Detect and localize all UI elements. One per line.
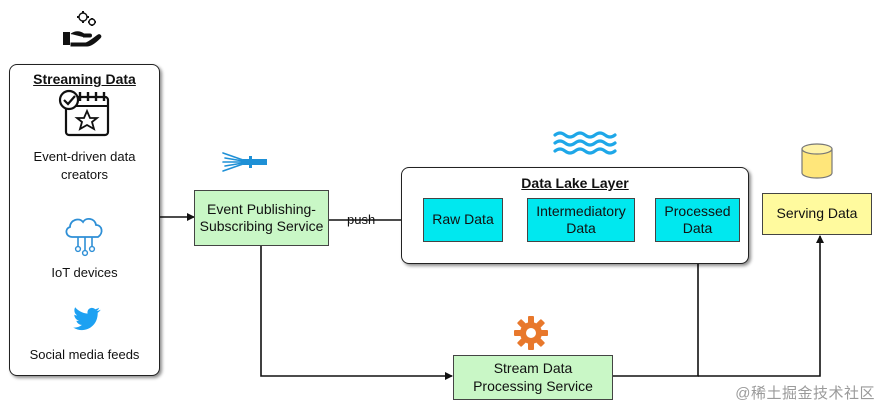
event-to-processing-arrow xyxy=(260,246,453,380)
twitter-bird-icon xyxy=(73,307,101,331)
push-label: push xyxy=(347,212,376,227)
watermark: @稀土掘金技术社区 xyxy=(735,385,875,402)
gear-icon xyxy=(514,316,548,350)
processing-to-serving-arrow xyxy=(698,235,824,377)
serving-data-label: Serving Data xyxy=(776,205,858,222)
stream-processing-service-box: Stream Data Processing Service xyxy=(453,355,613,400)
streaming-data-title: Streaming Data xyxy=(33,71,136,87)
calendar-star-icon xyxy=(58,89,110,137)
event-publishing-service-label: Event Publishing-Subscribing Service xyxy=(199,200,324,235)
raw-data-label: Raw Data xyxy=(432,211,494,228)
water-waves-icon xyxy=(553,131,617,155)
source-label-social-media: Social media feeds xyxy=(29,347,140,362)
source-label-iot: IoT devices xyxy=(51,265,118,280)
cloud-network-icon xyxy=(65,218,103,257)
event-hub-icon xyxy=(222,152,267,172)
raw-data-box: Raw Data xyxy=(423,198,503,242)
data-lake-title: Data Lake Layer xyxy=(521,175,629,191)
intermediatory-data-label: Intermediatory Data xyxy=(536,202,626,237)
stream-processing-service-label: Stream Data Processing Service xyxy=(473,360,593,394)
database-cylinder-icon xyxy=(801,143,833,179)
serving-data-box: Serving Data xyxy=(762,193,872,235)
processed-data-label: Processed Data xyxy=(664,202,731,237)
intermediatory-data-box: Intermediatory Data xyxy=(527,198,635,242)
event-publishing-service-box: Event Publishing-Subscribing Service xyxy=(194,190,329,246)
source-label-event-driven: Event-driven data creators xyxy=(33,149,136,182)
processed-data-box: Processed Data xyxy=(655,198,740,242)
hand-gears-icon xyxy=(63,11,102,47)
